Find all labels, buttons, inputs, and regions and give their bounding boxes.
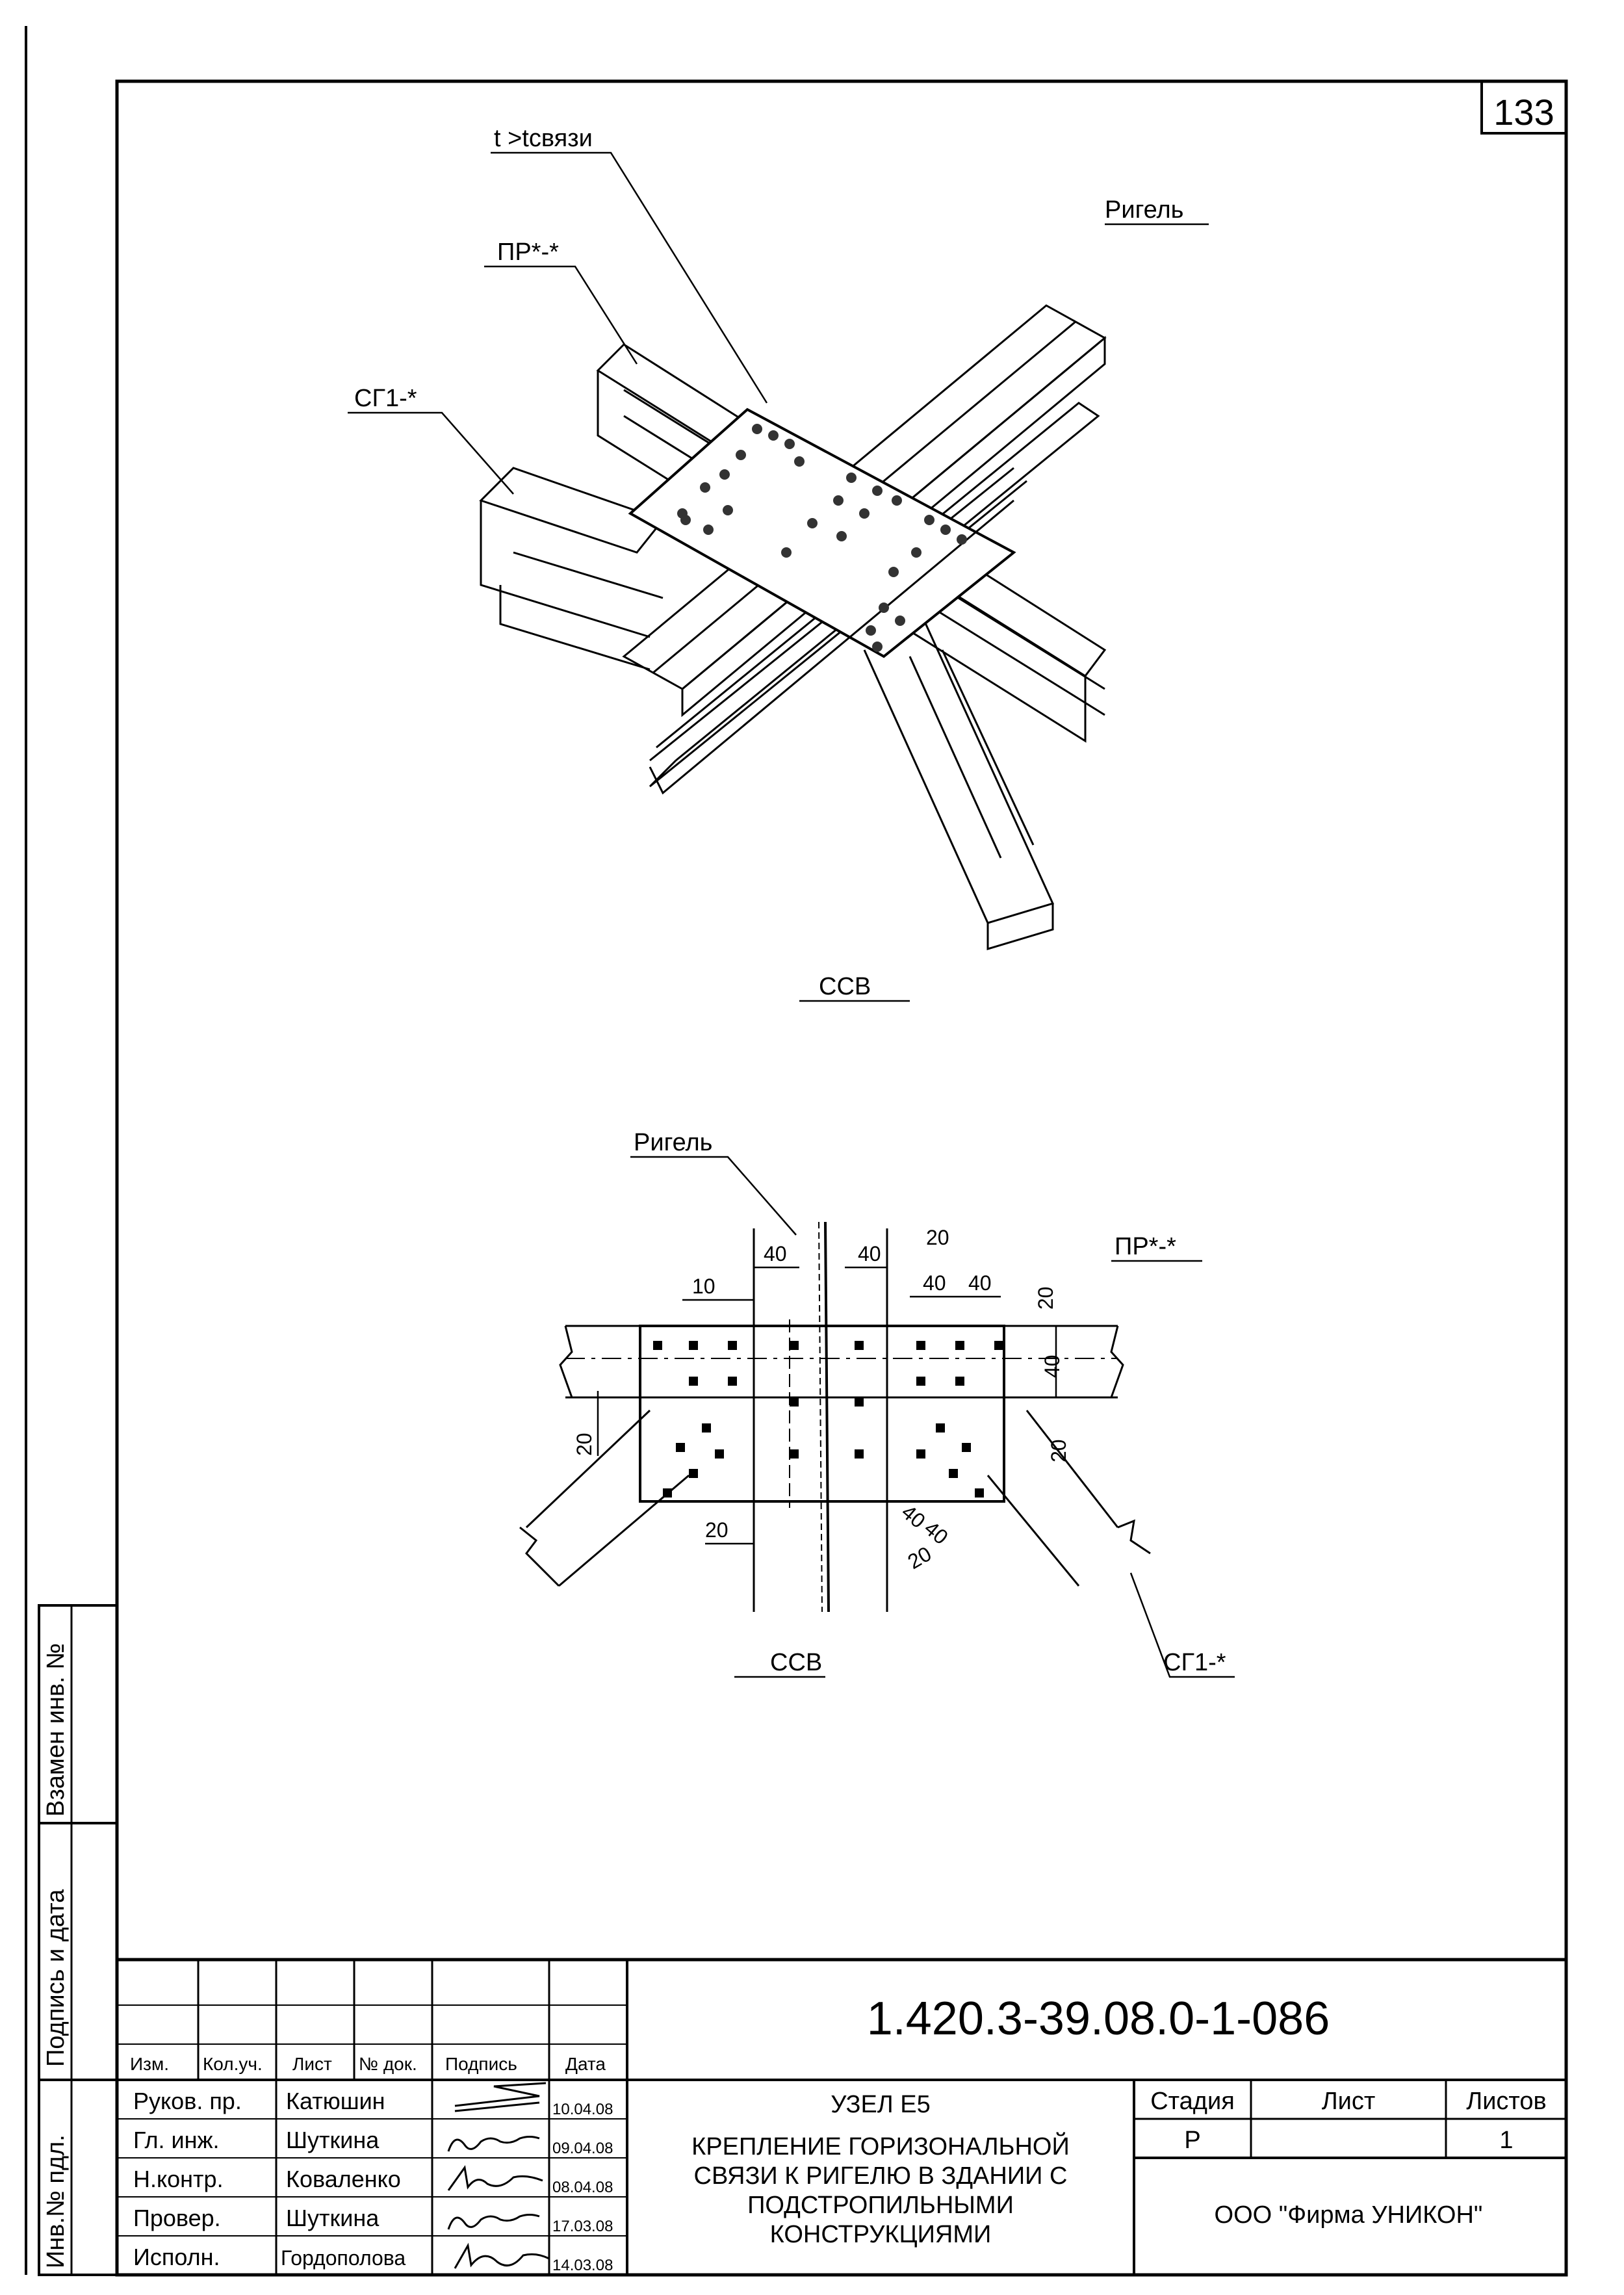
plan-view — [519, 1221, 1151, 1613]
side-sign-date: Подпись и дата — [42, 1889, 70, 2067]
plan-label-ssv: ССВ — [770, 1649, 822, 1676]
company-name: ООО "Фирма УНИКОН" — [1215, 2201, 1483, 2229]
signer-date: 14.03.08 — [552, 2257, 613, 2274]
dim-40-right-vert: 40 — [1040, 1355, 1064, 1378]
signer-date: 08.04.08 — [552, 2179, 613, 2196]
side-replaced-inv: Взамен инв. № — [42, 1643, 70, 1817]
iso-label-bracing: СГ1-* — [354, 385, 417, 412]
iso-leaders — [348, 151, 1209, 1002]
signer-date: 17.03.08 — [552, 2218, 613, 2235]
dim-40-b: 40 — [968, 1271, 992, 1295]
side-inv-orig: Инв.№ пдл. — [42, 2134, 70, 2268]
plan-label-beam: Ригель — [634, 1129, 712, 1156]
signer-role: Руков. пр. — [133, 2088, 242, 2114]
title-line: УЗЕЛ Е5 — [831, 2091, 931, 2118]
dim-40-left: 40 — [764, 1242, 787, 1265]
signer-name: Шуткина — [286, 2205, 380, 2231]
signer-date: 10.04.08 — [552, 2101, 613, 2118]
doc-code: 1.420.3-39.08.0-1-086 — [867, 1993, 1330, 2045]
hdr-podpis: Подпись — [445, 2054, 517, 2074]
isometric-view — [479, 304, 1107, 951]
handwritten-signatures — [447, 2082, 550, 2269]
iso-label-purlin: ПР*-* — [497, 239, 559, 266]
dim-40-a: 40 — [923, 1271, 946, 1295]
title-line: КРЕПЛЕНИЕ ГОРИЗОНАЛЬНОЙ — [691, 2131, 1070, 2160]
signer-name: Коваленко — [286, 2166, 401, 2192]
signer-name: Гордополова — [281, 2246, 406, 2270]
stage-value: Р — [1184, 2127, 1200, 2154]
hdr-izm: Изм. — [130, 2054, 169, 2074]
signer-role: Гл. инж. — [133, 2127, 220, 2153]
plan-dimensions: 40 40 20 40 40 10 20 40 20 20 20 40 40 2… — [573, 1226, 1070, 1574]
sheet-header: Лист — [1322, 2088, 1376, 2115]
iso-label-plate: t >tсвязи — [494, 125, 593, 152]
stage-block: Стадия Лист Листов Р 1 ООО "Фирма УНИКОН… — [1150, 2088, 1547, 2229]
plan-leaders — [597, 1156, 1235, 1678]
dim-10: 10 — [692, 1275, 715, 1298]
gusset-bolts — [677, 424, 967, 652]
title-line: СВЯЗИ К РИГЕЛЮ В ЗДАНИИ С — [694, 2162, 1068, 2190]
title-block — [115, 1958, 1568, 2277]
hdr-ndok: № док. — [359, 2054, 417, 2074]
plan-bolts — [653, 1341, 1003, 1498]
signer-name: Катюшин — [286, 2088, 385, 2114]
title-line: ПОДСТРОПИЛЬНЫМИ — [747, 2192, 1014, 2219]
signer-rows: Руков. пр. Катюшин 10.04.08 Гл. инж. Шут… — [133, 2088, 613, 2274]
sheets-value: 1 — [1499, 2127, 1513, 2154]
dim-20-right-lower: 20 — [1047, 1439, 1070, 1462]
plan-label-purlin: ПР*-* — [1115, 1233, 1176, 1260]
hdr-list: Лист — [292, 2054, 332, 2074]
hdr-data: Дата — [565, 2054, 606, 2074]
page-number: 133 — [1493, 92, 1554, 133]
dim-40-right: 40 — [858, 1242, 881, 1265]
stage-header: Стадия — [1150, 2088, 1235, 2115]
iso-label-ssv: ССВ — [819, 973, 871, 1000]
dim-20-top: 20 — [926, 1226, 949, 1249]
side-stamp: Взамен инв. № Подпись и дата Инв.№ пдл. — [38, 1604, 118, 2276]
drawing-title: УЗЕЛ Е5 КРЕПЛЕНИЕ ГОРИЗОНАЛЬНОЙ СВЯЗИ К … — [691, 2091, 1070, 2248]
sheets-header: Листов — [1466, 2088, 1546, 2115]
dim-20-diag: 20 — [904, 1542, 936, 1574]
dim-20-bottom: 20 — [705, 1518, 728, 1542]
signer-name: Шуткина — [286, 2127, 380, 2153]
signer-date: 09.04.08 — [552, 2140, 613, 2157]
iso-label-beam: Ригель — [1105, 196, 1183, 224]
title-line: КОНСТРУКЦИЯМИ — [770, 2221, 992, 2248]
signer-role: Н.контр. — [133, 2166, 224, 2192]
signer-role: Провер. — [133, 2205, 221, 2231]
page-number-box: 133 — [1480, 80, 1567, 135]
title-headers: Изм. Кол.уч. Лист № док. Подпись Дата — [130, 2054, 606, 2074]
dim-20-right-vert: 20 — [1034, 1286, 1057, 1310]
hdr-kol: Кол.уч. — [203, 2054, 263, 2074]
dim-20-left-vert: 20 — [573, 1433, 596, 1456]
plan-label-bracing: СГ1-* — [1163, 1649, 1226, 1676]
drawing-frame — [25, 26, 1568, 2277]
signer-role: Исполн. — [133, 2244, 220, 2270]
